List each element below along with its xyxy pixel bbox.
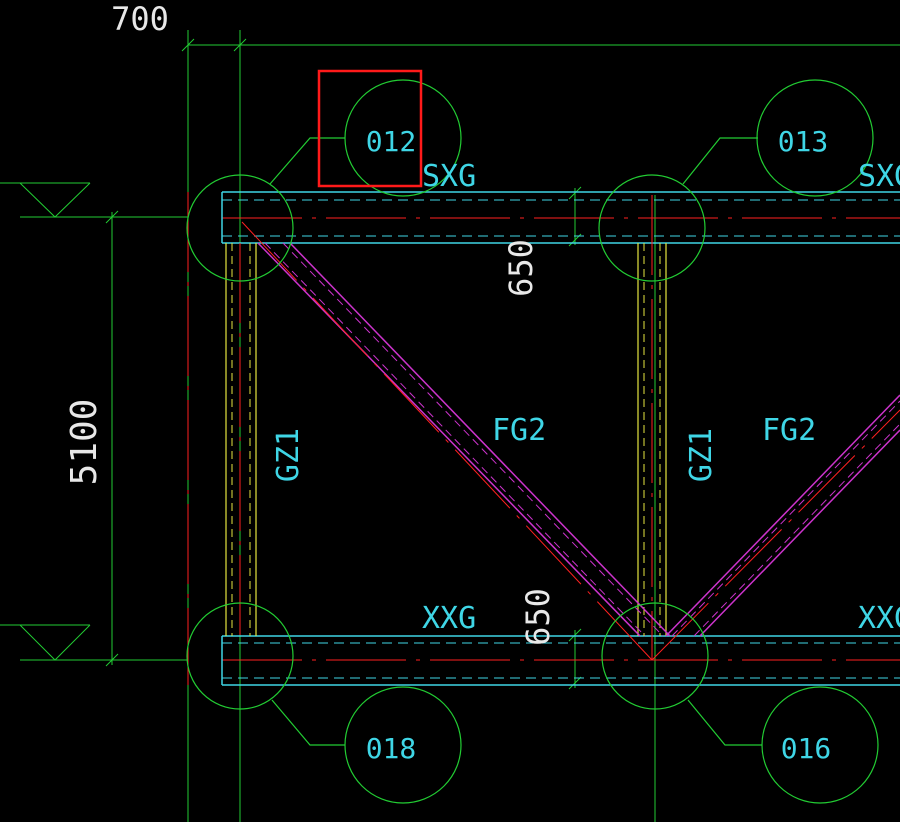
node-label-top-left: 012: [366, 125, 417, 158]
callout-circle-012: [344, 79, 462, 197]
dimension-left-height: 5100: [64, 399, 105, 486]
callout-circle-018: [344, 686, 462, 804]
dimension-top-chord-depth: 650: [502, 239, 540, 297]
node-circles: [186, 174, 709, 710]
right-column: [637, 195, 667, 660]
bottom-chord: [221, 635, 900, 686]
member-label-diagonal-left: FG2: [492, 413, 546, 448]
selection-highlight-box[interactable]: [317, 69, 423, 188]
node-circle-bottom-left: [186, 602, 294, 710]
callout-circle-013: [756, 79, 874, 197]
diagonal-brace-right: [651, 394, 900, 661]
member-label-bottom-chord-left: XXG: [422, 601, 476, 636]
member-label-column-left: GZ1: [271, 428, 306, 482]
member-label-top-chord-left: SXG: [422, 159, 476, 194]
callout-circle-016: [761, 686, 879, 804]
node-label-bottom-right: 016: [781, 732, 832, 765]
node-circle-top-left: [186, 174, 294, 282]
member-label-top-chord-right: SXG: [858, 159, 900, 194]
node-circle-top-right: [598, 174, 706, 282]
left-column: [187, 192, 257, 685]
top-chord: [221, 191, 900, 244]
dimension-bottom-chord-depth: 650: [519, 588, 557, 646]
node-label-top-right: 013: [778, 125, 829, 158]
member-label-bottom-chord-right: XXG: [858, 601, 900, 636]
diagonal-brace-left: [241, 221, 671, 661]
member-label-diagonal-right: FG2: [762, 413, 816, 448]
node-circle-bottom-right: [601, 602, 709, 710]
node-leaders: [269, 79, 879, 804]
node-label-bottom-left: 018: [366, 732, 417, 765]
member-label-column-right: GZ1: [684, 428, 719, 482]
dimension-top-width: 700: [111, 0, 169, 38]
grid-lines: [0, 30, 900, 822]
